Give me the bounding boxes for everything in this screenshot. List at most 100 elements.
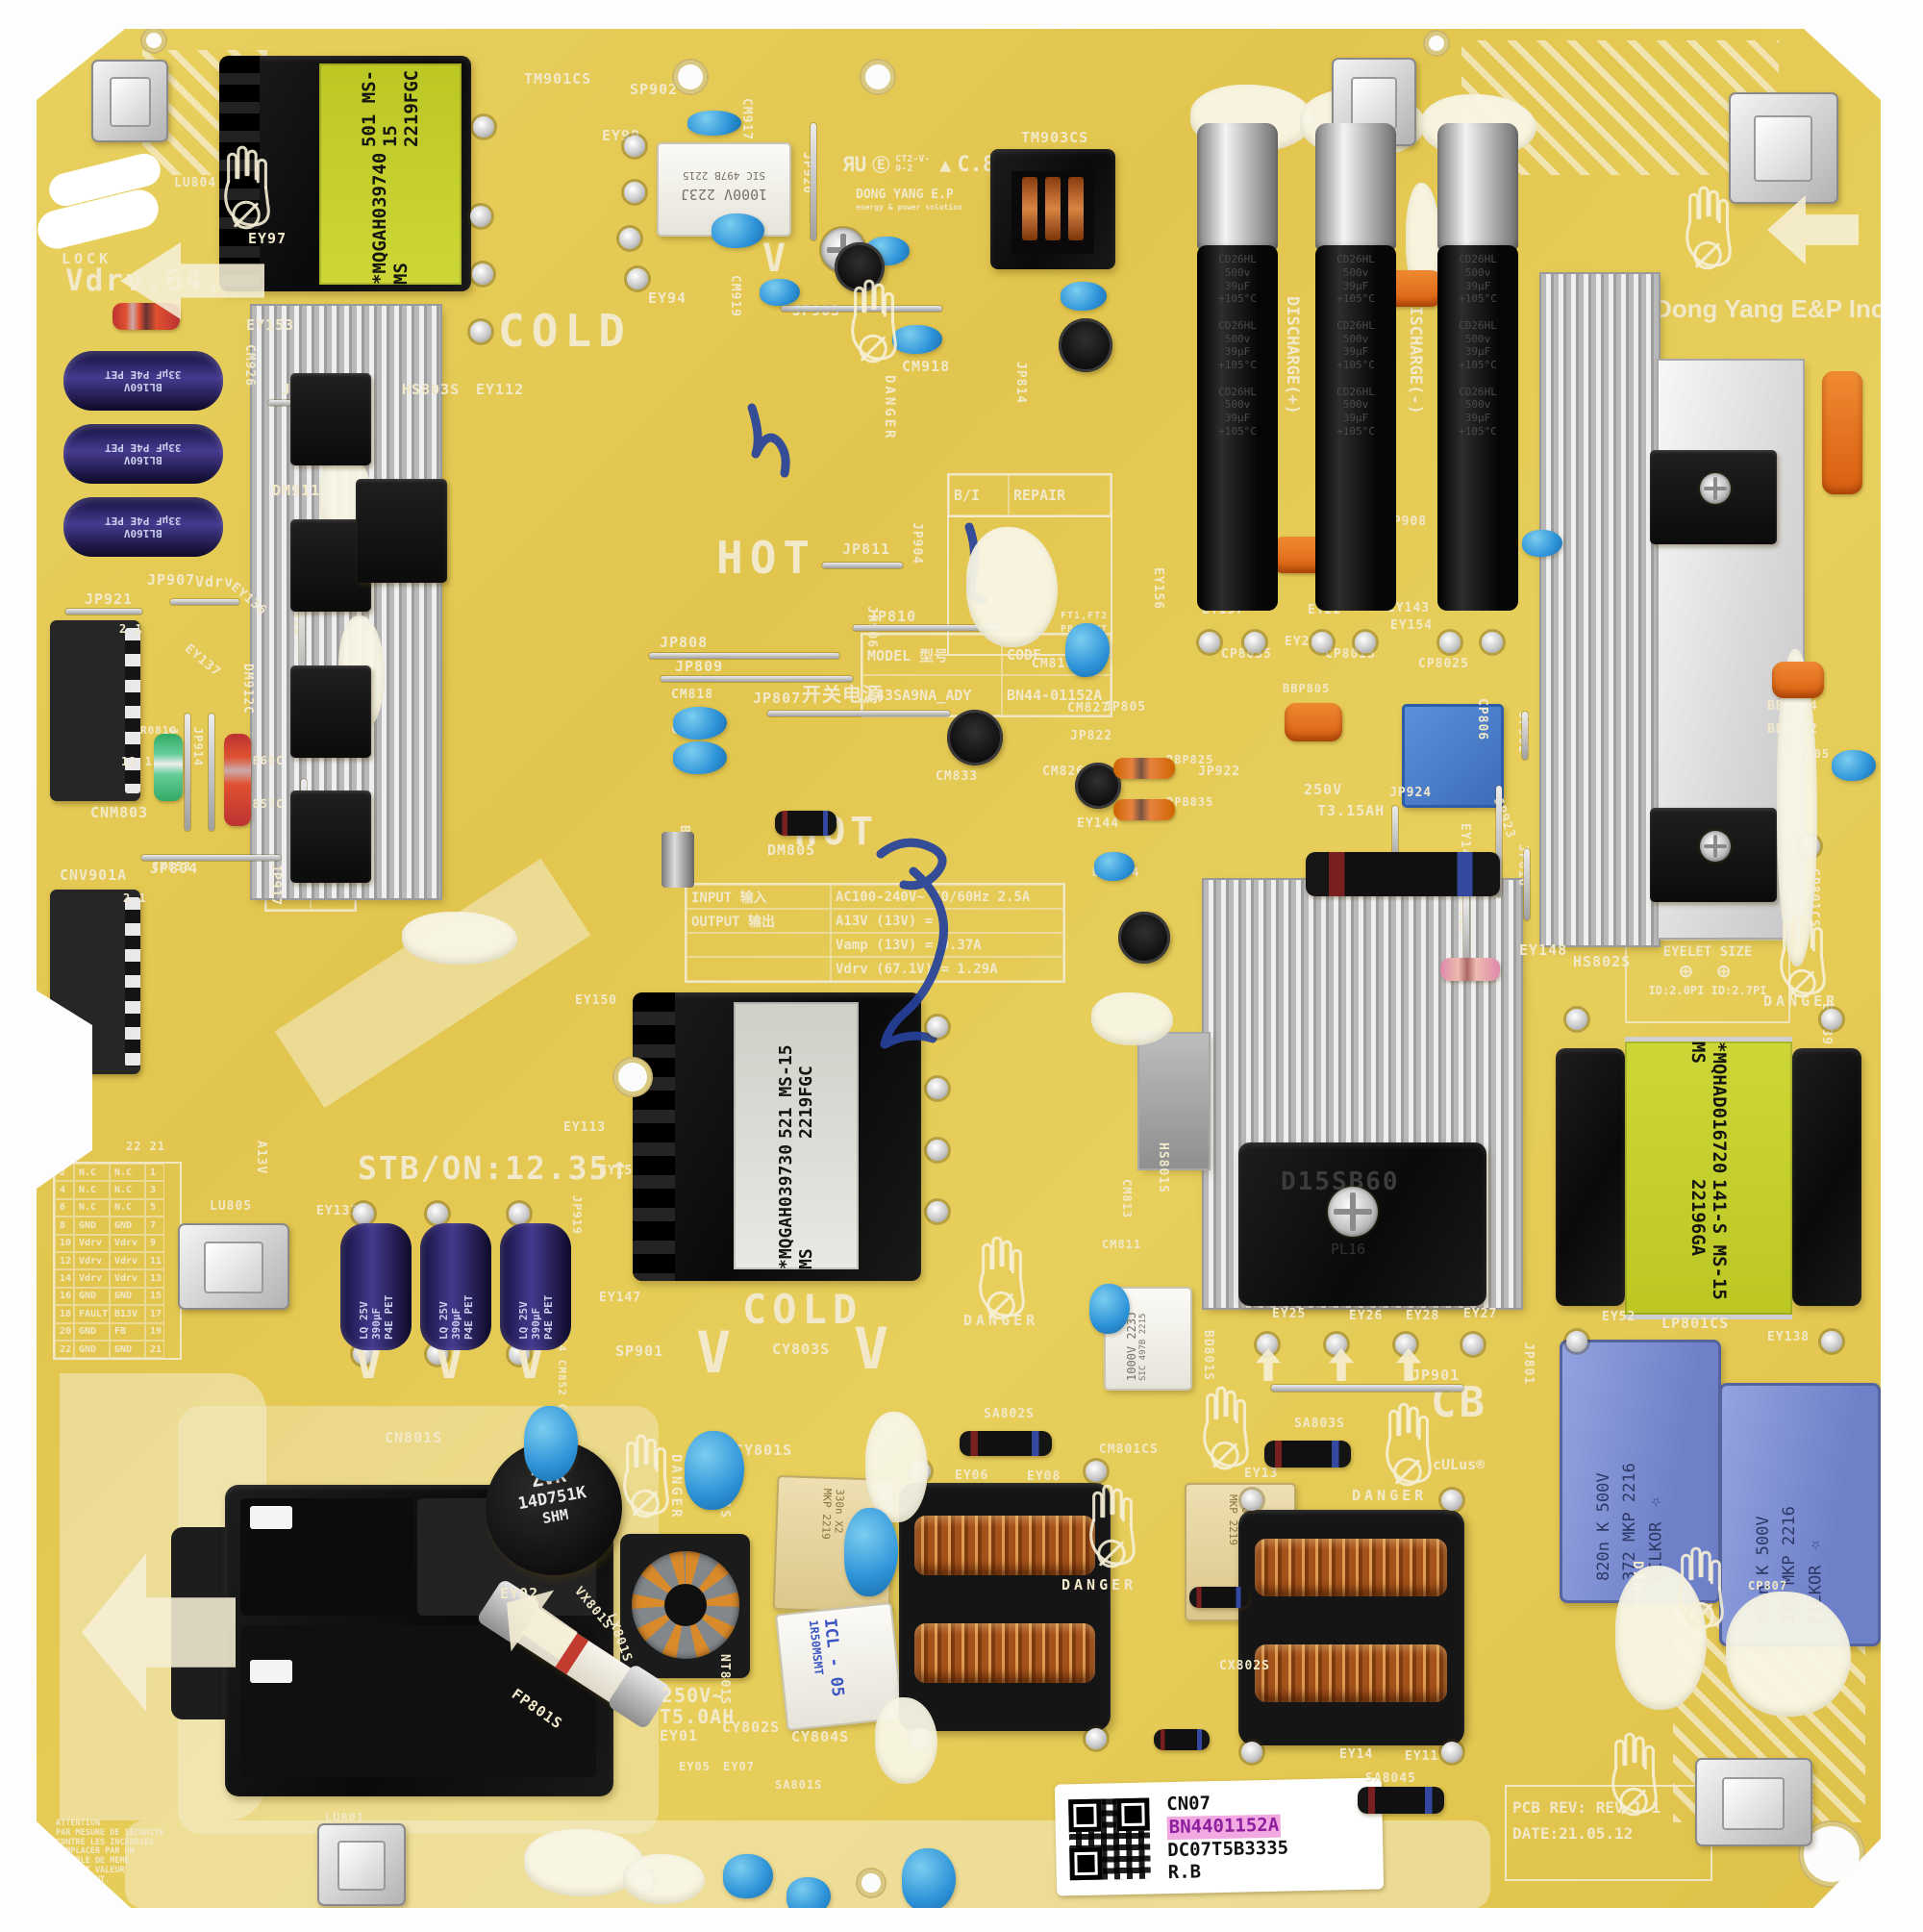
pin22-table-cell: GND [110, 1287, 145, 1306]
silkscreen-label: CY803S [772, 1341, 831, 1358]
silkscreen-label: BD801S [1201, 1330, 1215, 1381]
silkscreen-label: EY11 [1405, 1749, 1439, 1764]
pin22-table-cell: Vdrv [110, 1269, 145, 1288]
jumper-wire [141, 855, 281, 861]
jumper-wire [853, 625, 1002, 631]
silk-discharge-plus: DISCHARGE(+) [1282, 296, 1302, 414]
metal-edge-clip [178, 1223, 289, 1310]
silicone-glue-blob [1615, 1566, 1707, 1710]
silkscreen-label: CM810 [1032, 657, 1075, 671]
solder-eyelet [624, 182, 645, 203]
silkscreen-label: JP810 [868, 608, 917, 625]
solder-eyelet [1086, 1461, 1107, 1482]
electrolytic-cap [1059, 318, 1112, 372]
silkscreen-label: 22 21 [126, 1140, 166, 1153]
solder-eyelet [1199, 632, 1220, 653]
silkscreen-label: DANGER [1061, 1576, 1137, 1593]
eyelet-size-box: EYELET SIZE ⊕⊕ ID:2.0PI ID:2.7PI [1625, 939, 1790, 1023]
blue-glue-blob [892, 325, 942, 354]
resistor [154, 734, 183, 801]
sticker-rev: R.B [1167, 1861, 1202, 1884]
blue-cap-bbp806 [1402, 704, 1504, 808]
pilkor-brand: PILKOR ☆ [1806, 1536, 1826, 1624]
pin22-table-cell: 22 [55, 1340, 74, 1359]
purple-cap-390uf: LQ 25V 390μF P4E PET [420, 1223, 491, 1350]
solder-eyelet [619, 228, 640, 249]
blue-glue-blob [1094, 852, 1135, 881]
diode [1358, 1787, 1444, 1814]
solder-eyelet [509, 1203, 530, 1224]
pin22-table-cell: GND [74, 1340, 110, 1359]
sticker-line: *MQHAD016720 MS [1687, 1041, 1730, 1174]
silkscreen-label: EY133 [316, 1204, 360, 1218]
silicone-glue-blob [1726, 1592, 1851, 1717]
transformer-lp801cs-sticker: *MQHAD016720 MS 141-S MS-15 22196GA [1625, 1037, 1792, 1319]
toroid-lx801s [620, 1534, 750, 1678]
silkscreen-label: CM813 [1120, 1179, 1134, 1219]
model-table-cell: MODEL 型号 [862, 635, 1002, 675]
pin22-table-cell: N.C [110, 1181, 145, 1199]
silkscreen-label: SA802S [984, 1407, 1035, 1421]
silicone-glue-blob [966, 527, 1058, 647]
silkscreen-label: SP902 [630, 81, 679, 98]
ferrite-bead [1772, 662, 1824, 698]
sticker-line1: CN07 [1166, 1793, 1211, 1816]
solder-eyelet [1086, 1728, 1107, 1749]
silkscreen-label: HS803S [402, 381, 461, 398]
model-table-cell: BN44-01152A [1002, 675, 1111, 715]
sticker-line: 141-S MS-15 22196GA [1687, 1179, 1730, 1301]
diode [1189, 1587, 1249, 1608]
jumper-wire [781, 306, 942, 312]
silkscreen-label: CM919 [728, 275, 742, 318]
silk-arrow-icon [1767, 195, 1859, 264]
no-touch-hand-icon [971, 1233, 1031, 1327]
no-touch-hand-icon [1195, 1383, 1255, 1477]
mounting-hole [142, 29, 165, 52]
silkscreen-label: EY28 [1406, 1309, 1440, 1323]
diode [1306, 852, 1500, 896]
pin22-table-cell: 5 [145, 1198, 164, 1217]
pin22-table-cell: Vdrv [74, 1269, 110, 1288]
silkscreen-label: CM826 [1042, 765, 1086, 779]
solder-eyelet [473, 116, 494, 138]
silkscreen-label: JP805 [1104, 700, 1147, 715]
diode [960, 1431, 1052, 1456]
silkscreen-label: DM911C [272, 482, 331, 499]
silkscreen-label: EY112 [476, 381, 525, 398]
pcb-date-line: DATE:21.05.12 [1512, 1824, 1634, 1844]
silkscreen-label: TM903CS [1021, 129, 1089, 146]
pin22-table-cell: 8 [55, 1217, 74, 1235]
silkscreen-label: EY08 [1027, 1469, 1061, 1484]
diode [775, 811, 837, 836]
silkscreen-label: EY94 [648, 289, 687, 307]
jumper-wire [661, 676, 853, 682]
solder-eyelet [1257, 1334, 1278, 1355]
resistor [1113, 799, 1175, 820]
blue-glue-blob [1061, 282, 1107, 311]
purple-cap-390uf: LQ 25V 390μF P4E PET [340, 1223, 412, 1350]
silkscreen-label: JP822 [1070, 729, 1113, 743]
io-table-cell: Vamp (13V) = 0.37A [831, 933, 1063, 957]
silkscreen-label: CP806 [1475, 698, 1489, 741]
silkscreen-label: CP8025 [1418, 657, 1469, 671]
silkscreen-label: EY147 [599, 1291, 642, 1305]
silkscreen-label: EY52 [1602, 1310, 1636, 1324]
x2-code: MKP 2219 [1227, 1494, 1239, 1545]
silk-cul-logo: cULus® [1433, 1456, 1486, 1473]
silkscreen-label: 2 1 [119, 622, 143, 636]
bulk-cap-sleeve [1197, 123, 1278, 250]
no-touch-hand-icon [216, 142, 276, 237]
sticker-line: 501 MS-15 2219FGC [359, 69, 422, 147]
silkscreen-label: EY138 [1767, 1330, 1811, 1344]
bi-repair-box: B/I REPAIR [947, 473, 1112, 517]
pin22-table-cell: FB [110, 1322, 145, 1341]
silkscreen-label: EY156 [1151, 567, 1165, 611]
pin22-table-cell: Vdrv [74, 1251, 110, 1270]
diode [1264, 1441, 1351, 1468]
film-cap-sp902: 1000V 223J SIC 497B 2215 [657, 142, 791, 237]
pin22-table-cell: N.C [74, 1198, 110, 1217]
solder-eyelet [1566, 1009, 1587, 1030]
solder-eyelet [1566, 1331, 1587, 1352]
silkscreen-label: SA801S [775, 1778, 823, 1792]
